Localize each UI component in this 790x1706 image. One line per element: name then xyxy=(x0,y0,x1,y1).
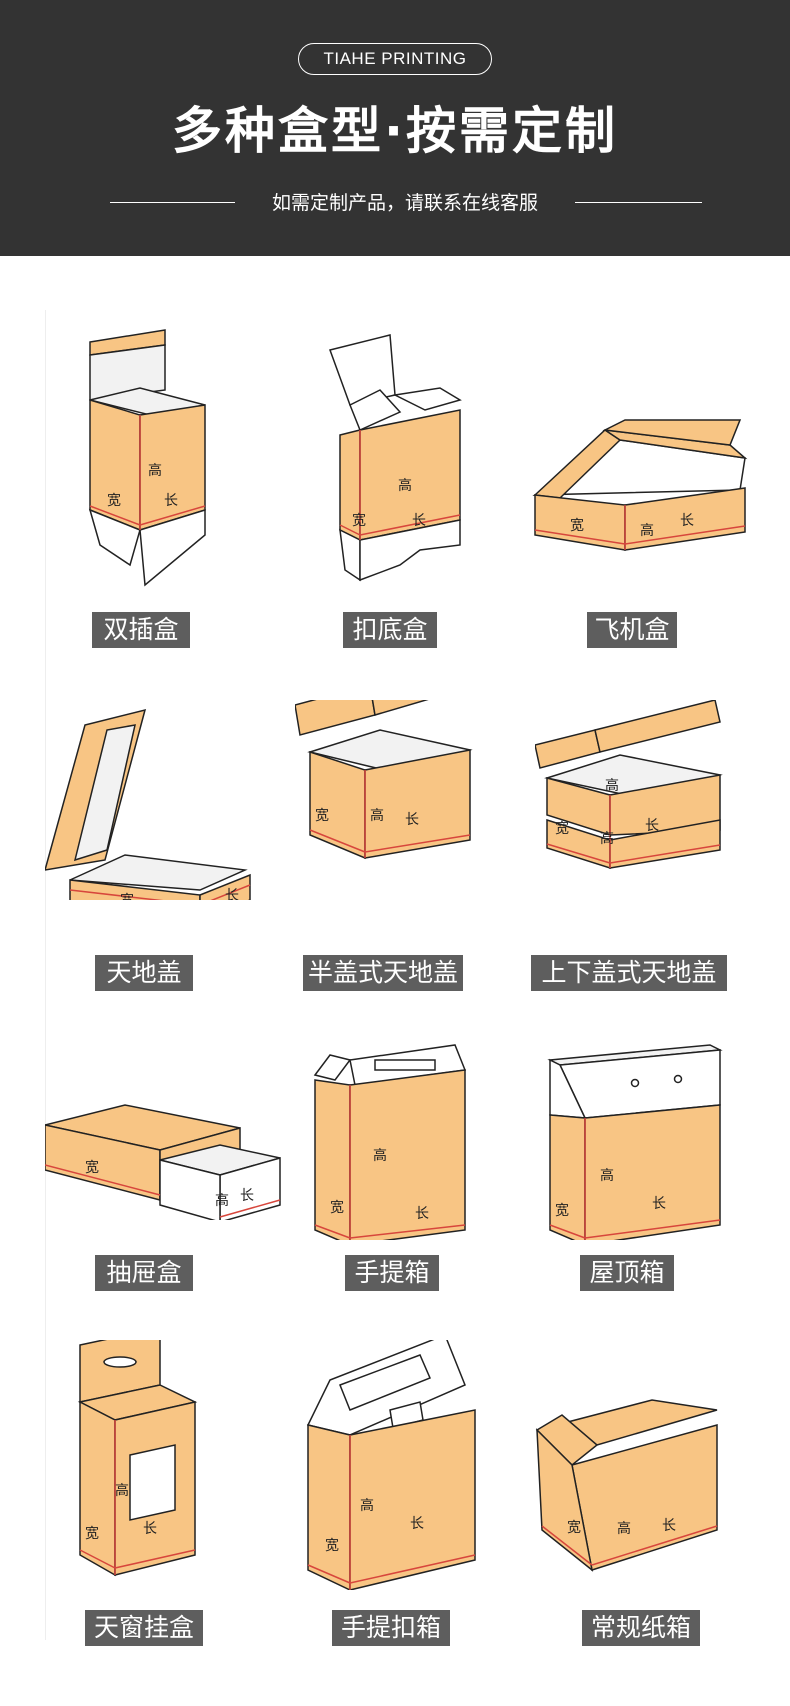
dim-length: 长 xyxy=(240,1188,254,1204)
box-label-double-tuck: 双插盒 xyxy=(92,612,190,648)
box-card-drawer: 宽 高 长 抽屉盒 xyxy=(45,1000,285,1330)
handle-cutout xyxy=(339,1354,431,1411)
dim-height: 高 xyxy=(605,777,619,794)
dim-width: 宽 xyxy=(352,512,366,529)
handle-lock-box-illustration: 高 宽 长 xyxy=(306,1340,476,1590)
regular-carton-illustration: 宽 高 长 xyxy=(535,1399,718,1572)
box-card-regular-carton: 宽 高 长 常规纸箱 xyxy=(532,1340,772,1670)
dim-width: 宽 xyxy=(330,1199,344,1216)
content-edge xyxy=(45,310,46,1640)
dim-height: 高 xyxy=(148,462,162,479)
header-banner: TIAHE PRINTING 多种盒型·按需定制 如需定制产品，请联系在线客服 xyxy=(0,0,790,256)
dim-length: 长 xyxy=(415,1206,429,1222)
dim-length: 长 xyxy=(164,493,178,509)
roof-hole-left xyxy=(630,1078,640,1088)
subtitle-rule-right xyxy=(575,202,702,203)
handle-slot xyxy=(374,1059,436,1071)
half-lid-box-illustration: 宽 高 长 xyxy=(295,700,473,860)
dim-length: 长 xyxy=(645,818,659,834)
lid-base-box-illustration: 宽 高 长 xyxy=(45,708,251,900)
dim-height: 高 xyxy=(115,1482,129,1499)
box-card-top-bottom-lid: 高 宽 高 长 上下盖式天地盖 xyxy=(531,700,775,1030)
box-label-top-bottom-lid: 上下盖式天地盖 xyxy=(531,955,727,991)
dim-length: 长 xyxy=(680,513,694,529)
dim-length: 长 xyxy=(662,1518,676,1534)
mailer-box-illustration: 宽 高 长 xyxy=(532,419,748,551)
box-card-handle-lock-box: 高 宽 长 手提扣箱 xyxy=(305,1340,545,1670)
box-card-lid-base: 宽 高 长 天地盖 xyxy=(45,700,285,1030)
dim-width: 宽 xyxy=(120,892,134,900)
dim-length: 长 xyxy=(410,1516,424,1532)
page-subtitle: 如需定制产品，请联系在线客服 xyxy=(271,192,538,214)
box-label-roof-box: 屋顶箱 xyxy=(580,1255,674,1291)
box-label-lid-base: 天地盖 xyxy=(95,955,193,991)
window-cutout xyxy=(129,1444,176,1521)
dim-height: 高 xyxy=(373,1147,387,1164)
box-label-mailer: 飞机盒 xyxy=(587,612,677,648)
subtitle-rule-left xyxy=(110,202,235,203)
box-card-handle-box: 高 宽 长 手提箱 xyxy=(305,1000,545,1330)
dim-length: 长 xyxy=(225,888,239,900)
box-card-lock-bottom: 高 宽 长 扣底盒 xyxy=(320,320,560,650)
dim-width: 宽 xyxy=(555,820,569,837)
box-label-lock-bottom: 扣底盒 xyxy=(343,612,437,648)
dim-width: 宽 xyxy=(555,1202,569,1219)
window-hanger-box-illustration: 高 宽 长 xyxy=(77,1340,198,1577)
dim-width: 宽 xyxy=(315,807,329,824)
dim-height: 高 xyxy=(398,477,412,494)
roof-hole-right xyxy=(673,1074,683,1084)
dim-width: 宽 xyxy=(85,1159,99,1176)
box-card-roof-box: 高 宽 长 屋顶箱 xyxy=(540,1000,780,1330)
box-label-window-hanger: 天窗挂盒 xyxy=(85,1610,203,1646)
dim-width: 宽 xyxy=(570,517,584,534)
dim-width: 宽 xyxy=(325,1537,339,1554)
handle-box-illustration: 高 宽 长 xyxy=(313,1044,467,1240)
dim-height: 高 xyxy=(370,807,384,824)
box-card-double-tuck: 高 宽 长 双插盒 xyxy=(60,320,300,650)
dim-height: 高 xyxy=(360,1497,374,1514)
dim-height-base: 高 xyxy=(600,830,614,847)
dim-width: 宽 xyxy=(85,1525,99,1542)
dim-width: 宽 xyxy=(567,1519,581,1536)
dim-height: 高 xyxy=(215,1192,229,1209)
box-label-half-lid: 半盖式天地盖 xyxy=(303,955,463,991)
hang-hole xyxy=(103,1356,137,1368)
box-label-handle-lock-box: 手提扣箱 xyxy=(332,1610,450,1646)
brand-badge: TIAHE PRINTING xyxy=(298,43,492,75)
page-title: 多种盒型·按需定制 xyxy=(172,102,618,160)
box-label-drawer: 抽屉盒 xyxy=(95,1255,193,1291)
dim-length: 长 xyxy=(412,513,426,529)
dim-length: 长 xyxy=(405,812,419,828)
box-label-handle-box: 手提箱 xyxy=(345,1255,439,1291)
lock-bottom-box-illustration: 高 宽 长 xyxy=(329,334,462,582)
top-bottom-lid-box-illustration: 高 宽 高 长 xyxy=(535,700,723,870)
dim-height: 高 xyxy=(600,1167,614,1184)
box-card-mailer: 宽 高 长 飞机盒 xyxy=(530,320,770,650)
double-tuck-box-illustration: 高 宽 长 xyxy=(88,329,206,587)
box-card-window-hanger: 高 宽 长 天窗挂盒 xyxy=(75,1340,315,1670)
box-label-regular-carton: 常规纸箱 xyxy=(582,1610,700,1646)
box-card-half-lid: 宽 高 长 半盖式天地盖 xyxy=(295,700,535,1030)
dim-height: 高 xyxy=(617,1520,631,1537)
dim-length: 长 xyxy=(143,1521,157,1537)
drawer-box-illustration: 宽 高 长 xyxy=(45,1104,281,1220)
dim-height: 高 xyxy=(640,522,654,539)
roof-box-illustration: 高 宽 长 xyxy=(547,1044,723,1240)
subtitle-row: 如需定制产品，请联系在线客服 xyxy=(0,190,790,216)
dim-width: 宽 xyxy=(107,492,121,509)
dim-length: 长 xyxy=(652,1196,666,1212)
